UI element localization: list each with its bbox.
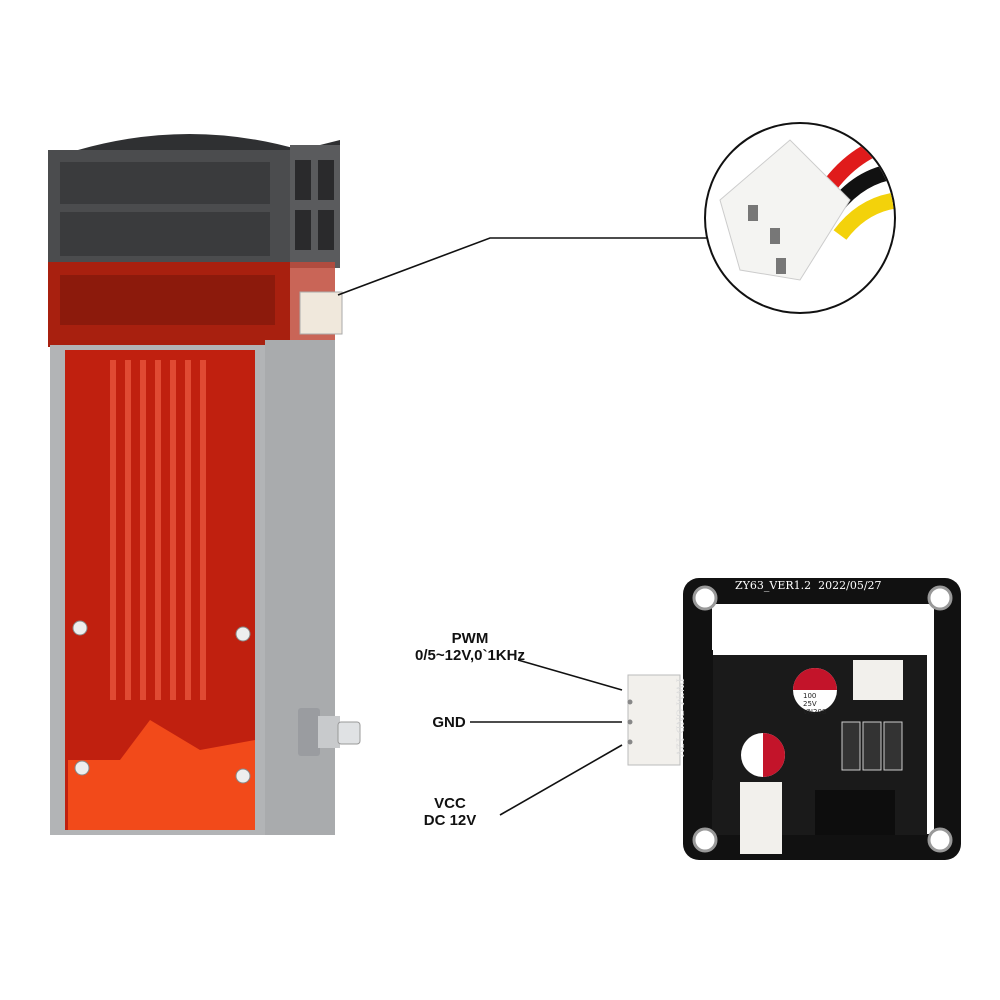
connector-zoom-callout — [704, 122, 896, 314]
pwm-spec: 0/5~12V,0`1KHz — [415, 647, 525, 664]
fan-connector — [853, 660, 903, 700]
gnd-label: GND — [432, 714, 466, 731]
pwm-leader — [517, 659, 623, 691]
screw — [72, 620, 88, 636]
orange-glow — [68, 720, 255, 830]
laser-module — [48, 134, 361, 835]
pwm-title: PWM — [451, 630, 489, 647]
wire-yellow — [833, 191, 894, 240]
board-silkscreen-pins: PWM GND 12V — [673, 678, 685, 757]
screw — [235, 768, 251, 784]
air-nozzle — [298, 708, 361, 756]
pwm-label: PWM 0/5~12V,0`1KHz — [415, 630, 525, 664]
vcc-title: VCC — [434, 795, 466, 812]
driver-board — [627, 578, 961, 860]
vcc-spec: DC 12V — [423, 812, 477, 829]
connector-housing — [719, 139, 851, 281]
vcc-label: VCC DC 12V — [410, 795, 490, 829]
body-side — [265, 340, 335, 835]
small-connector — [299, 291, 343, 335]
callout-line — [337, 237, 712, 296]
screw — [235, 626, 251, 642]
board-silkscreen-top: ZY63_VER1.2 2022/05/27 — [735, 579, 882, 592]
screw — [74, 760, 90, 776]
laser-connector — [740, 782, 782, 854]
vcc-leader — [499, 744, 623, 816]
capacitor-label: 100 25V VN208 — [803, 692, 827, 716]
input-connector — [627, 674, 681, 766]
